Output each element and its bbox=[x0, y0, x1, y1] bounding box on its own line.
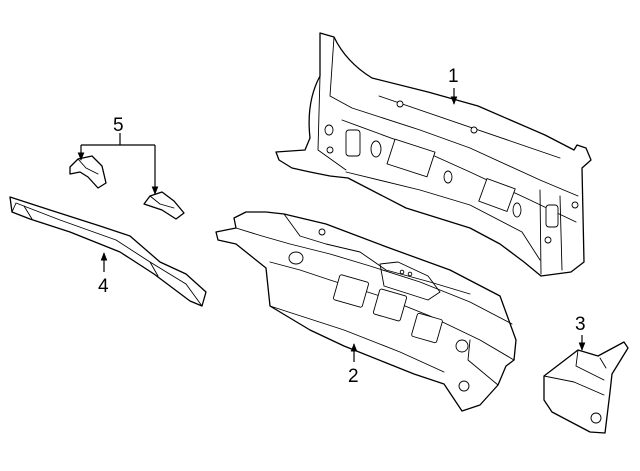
part-4-reinforcement[interactable] bbox=[9, 196, 207, 307]
part-5-bracket-right[interactable] bbox=[143, 191, 185, 220]
callout-3: 3 bbox=[575, 314, 586, 335]
callout-1: 1 bbox=[448, 66, 459, 87]
part-2-rear-panel-inner[interactable] bbox=[215, 211, 517, 412]
leader-5 bbox=[77, 133, 159, 195]
part-5-bracket-left[interactable] bbox=[69, 155, 107, 189]
part-1-rear-panel[interactable] bbox=[275, 32, 592, 277]
part-3-bracket[interactable] bbox=[543, 341, 629, 434]
callout-2: 2 bbox=[348, 366, 359, 387]
callout-5: 5 bbox=[113, 115, 124, 136]
callout-4: 4 bbox=[98, 276, 109, 297]
